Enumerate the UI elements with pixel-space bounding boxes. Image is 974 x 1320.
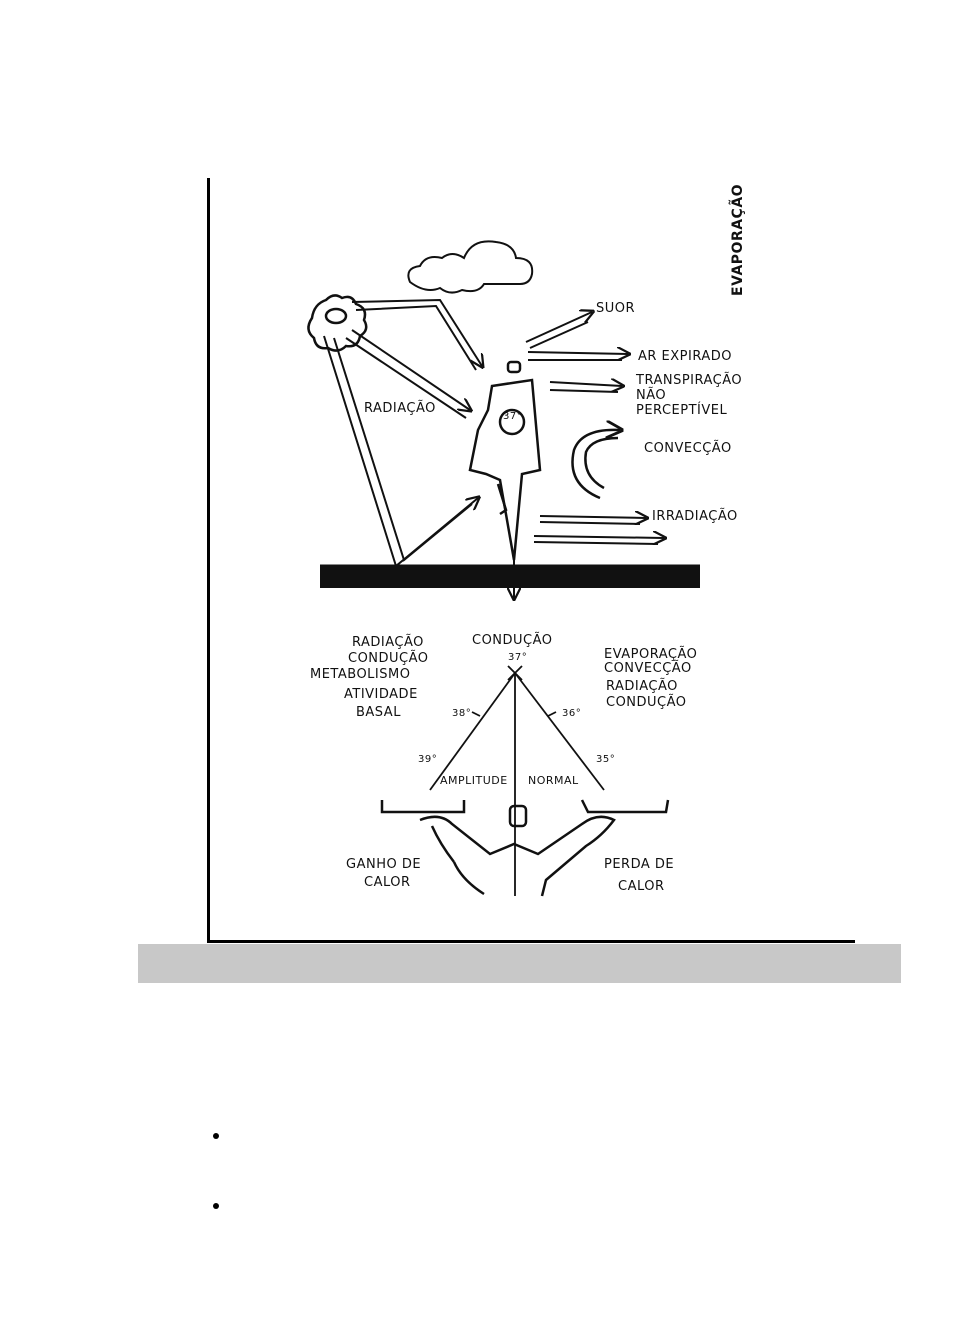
label-conveccao: CONVECÇÃO <box>644 440 732 456</box>
loss-item: EVAPORAÇÃO <box>604 646 697 662</box>
heat-loss-arrows <box>526 312 664 544</box>
gain-item: CONDUÇÃO <box>348 650 429 666</box>
gain-item: RADIAÇÃO <box>352 634 424 650</box>
label-nao: NÃO <box>636 387 666 403</box>
label-ganho-de: GANHO DE <box>346 857 421 872</box>
body-temperature: 37° <box>503 411 522 422</box>
label-irradiacao: IRRADIAÇÃO <box>652 508 738 524</box>
label-perceptivel: PERCEPTÍVEL <box>636 402 727 418</box>
ground <box>320 566 700 588</box>
degree-39: 39° <box>418 754 437 765</box>
gain-item: BASAL <box>356 705 401 720</box>
degree-36: 36° <box>562 708 581 719</box>
bullet-point <box>213 1133 219 1139</box>
radiation-rays <box>324 300 482 566</box>
label-radiacao: RADIAÇÃO <box>364 400 436 416</box>
label-transpiracao: TRANSPIRAÇÃO <box>635 372 742 388</box>
sun-icon <box>308 295 366 350</box>
heat-gain-list: RADIAÇÃO CONDUÇÃO METABOLISMO ATIVIDADE … <box>310 634 429 720</box>
heat-loss-list: EVAPORAÇÃO CONVECÇÃO RADIAÇÃO CONDUÇÃO <box>604 646 697 710</box>
gain-item: ATIVIDADE <box>344 687 418 702</box>
loss-item: CONVECÇÃO <box>604 660 692 676</box>
label-perda-calor: CALOR <box>618 879 665 894</box>
cloud-icon <box>408 241 532 292</box>
caption-bar <box>138 944 901 983</box>
evaporacao-vertical-label: EVAPORAÇÃO <box>729 184 746 296</box>
degree-38: 38° <box>452 708 471 719</box>
bullet-point <box>213 1203 219 1209</box>
label-perda-de: PERDA DE <box>604 857 674 872</box>
label-normal: NORMAL <box>528 774 579 787</box>
gain-item: METABOLISMO <box>310 667 410 682</box>
label-ar-expirado: AR EXPIRADO <box>638 349 732 364</box>
human-figure <box>470 362 540 560</box>
loss-item: CONDUÇÃO <box>606 694 687 710</box>
loss-item: RADIAÇÃO <box>606 678 678 694</box>
degree-35: 35° <box>596 754 615 765</box>
label-amplitude: AMPLITUDE <box>440 774 508 787</box>
label-ganho-calor: CALOR <box>364 875 411 890</box>
convection-arrow <box>572 430 620 498</box>
label-suor: SUOR <box>596 301 635 316</box>
balance-top-label: CONDUÇÃO <box>472 632 553 648</box>
balance-top-degree: 37° <box>508 652 527 663</box>
thermoregulation-diagram: EVAPORAÇÃO 37° <box>0 0 974 1000</box>
